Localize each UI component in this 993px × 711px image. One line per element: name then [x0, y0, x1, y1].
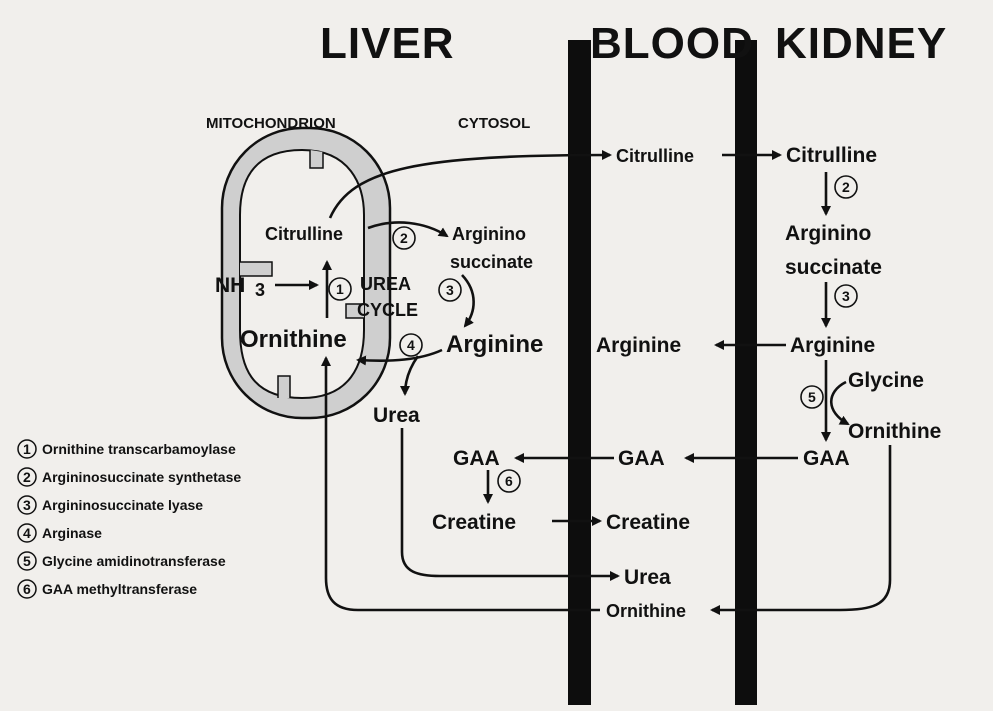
step-2-marker-liver: 2	[393, 227, 415, 249]
step-2-marker-kidney: 2	[835, 176, 857, 198]
liver-ornithine: Ornithine	[240, 326, 347, 353]
legend-item-6: 6 GAA methyltransferase	[18, 580, 197, 598]
svg-text:4: 4	[407, 337, 415, 353]
svg-text:Glycine amidinotransferase: Glycine amidinotransferase	[42, 553, 226, 569]
blood-citrulline: Citrulline	[616, 146, 694, 166]
kidney-citrulline: Citrulline	[786, 144, 877, 167]
arrow-glycine-to-ornithine	[831, 382, 848, 424]
svg-text:6: 6	[23, 581, 31, 597]
liver-argininosuccinate-line2: succinate	[450, 252, 533, 272]
blood-gaa: GAA	[618, 447, 665, 470]
legend-item-1: 1 Ornithine transcarbamoylase	[18, 440, 236, 458]
kidney-arginine: Arginine	[790, 334, 875, 357]
blood-arginine: Arginine	[596, 334, 681, 357]
svg-text:2: 2	[842, 179, 850, 195]
blood-ornithine: Ornithine	[606, 601, 686, 621]
svg-text:1: 1	[336, 281, 344, 297]
svg-text:Ornithine transcarbamoylase: Ornithine transcarbamoylase	[42, 441, 236, 457]
svg-text:2: 2	[400, 230, 408, 246]
kidney-argininosuccinate-line1: Arginino	[785, 222, 871, 245]
step-4-marker: 4	[400, 334, 422, 356]
liver-blood-divider	[568, 40, 591, 705]
blood-header: BLOOD	[590, 19, 754, 68]
arrow-arginine-to-urea	[405, 356, 418, 394]
step-3-marker-kidney: 3	[835, 285, 857, 307]
legend-item-2: 2 Argininosuccinate synthetase	[18, 468, 241, 486]
kidney-argininosuccinate-line2: succinate	[785, 256, 882, 279]
urea-cycle-line2: CYCLE	[357, 300, 418, 320]
blood-urea: Urea	[624, 566, 671, 589]
kidney-ornithine: Ornithine	[848, 420, 941, 443]
svg-text:Argininosuccinate synthetase: Argininosuccinate synthetase	[42, 469, 241, 485]
svg-text:2: 2	[23, 469, 31, 485]
enzyme-legend: 1 Ornithine transcarbamoylase 2 Arginino…	[18, 440, 241, 598]
svg-text:5: 5	[808, 389, 816, 405]
urea-cycle-line1: UREA	[360, 274, 411, 294]
liver-citrulline: Citrulline	[265, 224, 343, 244]
cytosol-label: CYTOSOL	[458, 115, 530, 132]
liver-argininosuccinate-line1: Arginino	[452, 224, 526, 244]
svg-text:GAA methyltransferase: GAA methyltransferase	[42, 581, 197, 597]
step-3-marker-liver: 3	[439, 279, 461, 301]
svg-text:6: 6	[505, 473, 513, 489]
step-5-marker: 5	[801, 386, 823, 408]
liver-urea: Urea	[373, 404, 420, 427]
svg-text:5: 5	[23, 553, 31, 569]
liver-gaa: GAA	[453, 447, 500, 470]
mitochondrion-label: MITOCHONDRION	[206, 115, 336, 132]
svg-text:3: 3	[23, 497, 31, 513]
legend-item-4: 4 Arginase	[18, 524, 102, 542]
svg-text:Argininosuccinate lyase: Argininosuccinate lyase	[42, 497, 203, 513]
liver-arginine: Arginine	[446, 331, 543, 358]
liver-creatine: Creatine	[432, 511, 516, 534]
arrow-argininosuccinate-to-arginine	[462, 275, 474, 326]
mitochondrion-shape	[222, 128, 390, 418]
legend-item-3: 3 Argininosuccinate lyase	[18, 496, 203, 514]
svg-text:3: 3	[446, 282, 454, 298]
svg-text:1: 1	[23, 441, 31, 457]
nh3-label: NH	[215, 274, 245, 297]
svg-text:4: 4	[23, 525, 31, 541]
blood-creatine: Creatine	[606, 511, 690, 534]
nh3-subscript: 3	[255, 280, 265, 300]
svg-text:3: 3	[842, 288, 850, 304]
svg-text:Arginase: Arginase	[42, 525, 102, 541]
legend-item-5: 5 Glycine amidinotransferase	[18, 552, 226, 570]
liver-header: LIVER	[320, 19, 455, 68]
step-6-marker: 6	[498, 470, 520, 492]
kidney-header: KIDNEY	[775, 19, 947, 68]
kidney-glycine: Glycine	[848, 369, 924, 392]
kidney-gaa: GAA	[803, 447, 850, 470]
blood-kidney-divider	[735, 40, 757, 705]
